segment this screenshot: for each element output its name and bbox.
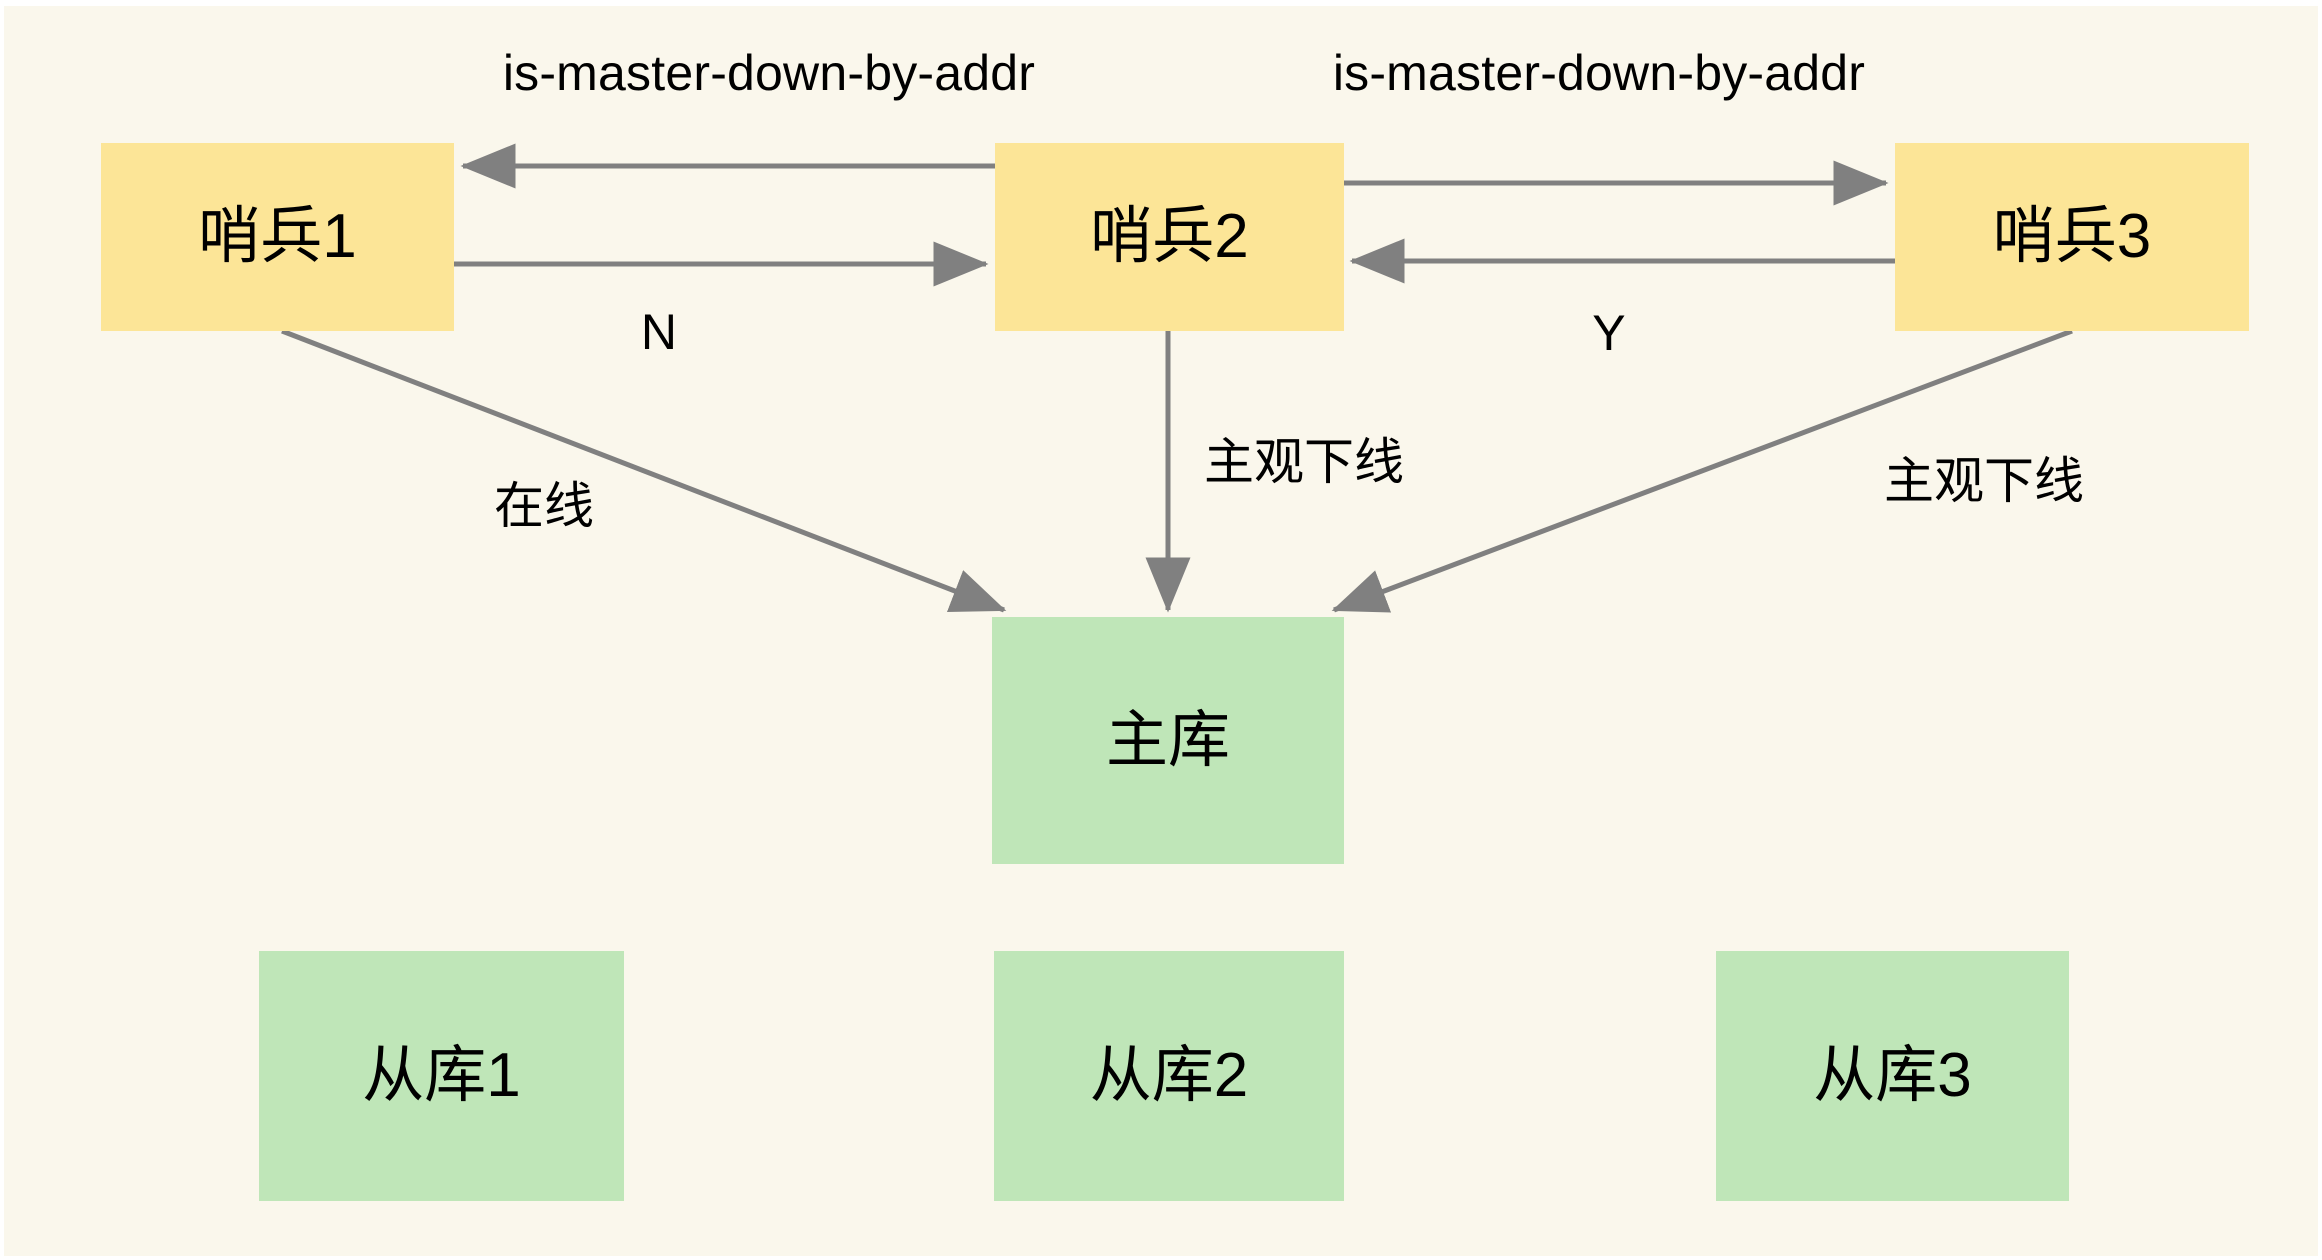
node-replica2[interactable]: 从库2 — [994, 951, 1344, 1201]
node-sentinel2[interactable]: 哨兵2 — [995, 143, 1344, 331]
edge-label-is-master-down-left: is-master-down-by-addr — [502, 45, 1036, 101]
node-replica3-label: 从库3 — [1813, 1041, 1972, 1110]
node-sentinel1[interactable]: 哨兵1 — [101, 143, 454, 331]
edge-label-online: 在线 — [494, 478, 594, 534]
node-sentinel2-label: 哨兵2 — [1090, 202, 1249, 271]
edge-label-n: N — [640, 304, 678, 360]
edge-sentinel1-to-master — [281, 328, 1007, 613]
edge-label-sdown-right: 主观下线 — [1884, 453, 2084, 509]
node-master[interactable]: 主库 — [992, 617, 1344, 864]
edge-label-y: Y — [1592, 305, 1626, 361]
node-sentinel1-label: 哨兵1 — [198, 202, 357, 271]
node-replica3[interactable]: 从库3 — [1716, 951, 2069, 1201]
node-sentinel3-label: 哨兵3 — [1992, 202, 2152, 271]
edge-label-is-master-down-right: is-master-down-by-addr — [1332, 45, 1866, 101]
node-replica1[interactable]: 从库1 — [259, 951, 624, 1201]
node-sentinel3[interactable]: 哨兵3 — [1895, 143, 2249, 331]
node-master-label: 主库 — [1105, 705, 1230, 775]
node-replica1-label: 从库1 — [362, 1041, 521, 1110]
node-replica2-label: 从库2 — [1089, 1041, 1249, 1110]
edge-label-sdown-middle: 主观下线 — [1204, 434, 1404, 490]
